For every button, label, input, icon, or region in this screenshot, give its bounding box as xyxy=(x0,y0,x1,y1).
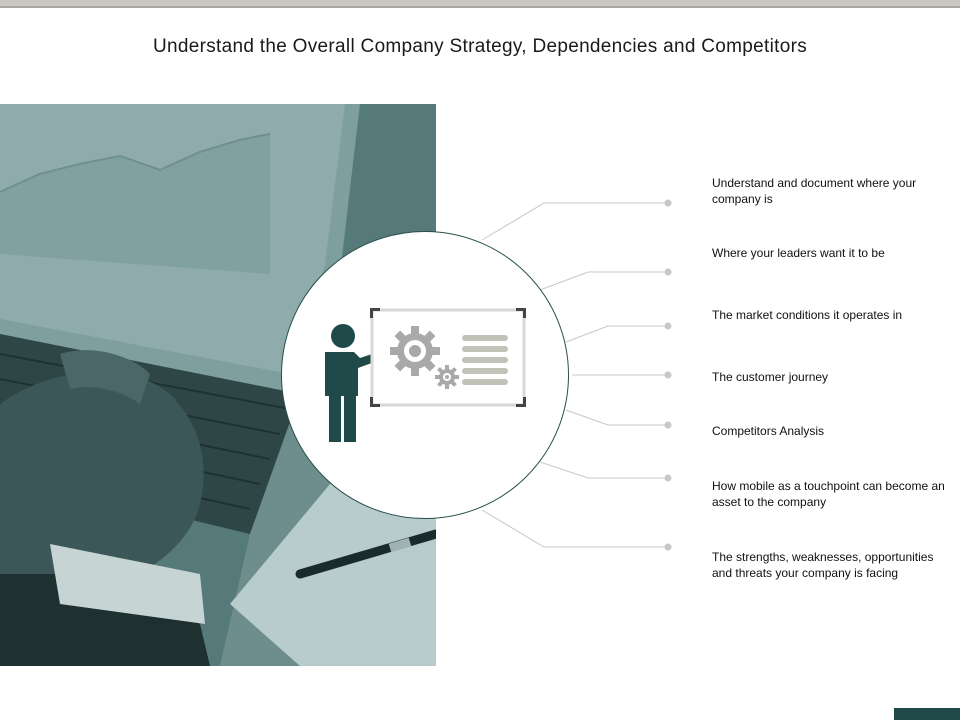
list-item-4: The customer journey xyxy=(712,370,829,384)
list-item-3: The market conditions it operates in xyxy=(712,308,903,322)
top-decorative-bar xyxy=(0,0,960,8)
connector-line-5 xyxy=(565,409,668,426)
presenter-at-board-icon xyxy=(325,308,526,442)
top-decorative-rule xyxy=(0,6,960,8)
connector-line-7 xyxy=(481,509,668,548)
list-item-1: Understand and document where your compa… xyxy=(712,176,917,206)
connector-dot-1 xyxy=(664,199,672,207)
list-item-6: How mobile as a touchpoint can become an… xyxy=(712,479,945,509)
connector-dot-3 xyxy=(664,322,672,330)
laptop-photo-art xyxy=(0,104,436,666)
laptop-photo xyxy=(0,104,436,666)
list-item-7: The strengths, weaknesses, opportunities… xyxy=(712,550,934,580)
connector-line-1 xyxy=(481,202,668,241)
connector-dot-7 xyxy=(664,543,672,551)
slide-title: Understand the Overall Company Strategy,… xyxy=(152,36,808,57)
connector-dot-5 xyxy=(664,421,672,429)
list-item-2: Where your leaders want it to be xyxy=(712,246,885,260)
connector-line-2 xyxy=(539,271,668,291)
connector-dot-2 xyxy=(664,268,672,276)
connector-line-6 xyxy=(539,461,668,479)
list-item-5: Competitors Analysis xyxy=(712,424,825,438)
connector-dot-6 xyxy=(664,474,672,482)
connector-dot-4 xyxy=(664,371,672,379)
center-circle xyxy=(281,231,569,519)
connector-line-3 xyxy=(565,325,668,343)
corner-accent-block xyxy=(894,708,960,720)
